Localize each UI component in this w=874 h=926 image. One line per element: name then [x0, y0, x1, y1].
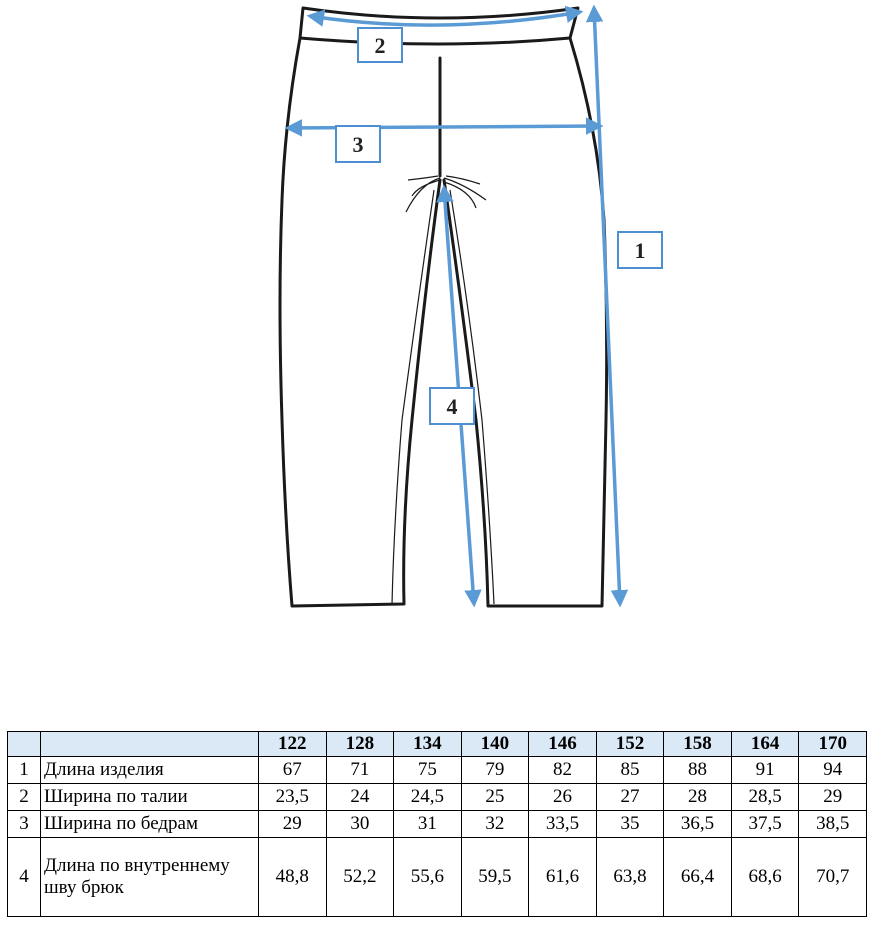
row-value: 35: [595, 810, 665, 838]
row-value: 38,5: [798, 810, 867, 838]
row-value: 61,6: [528, 837, 597, 917]
size-header: 146: [528, 731, 597, 757]
length-arrow: [585, 4, 629, 608]
header-empty-cell: [7, 731, 41, 757]
header-label-cell: [40, 731, 259, 757]
size-header: 164: [730, 731, 800, 757]
row-value: 91: [730, 756, 800, 784]
row-value: 85: [595, 756, 665, 784]
row-value: 31: [393, 810, 462, 838]
row-number: 3: [7, 810, 41, 838]
size-header: 122: [258, 731, 327, 757]
callout-inseam: 4: [429, 387, 475, 425]
row-value: 24: [325, 783, 395, 811]
row-value: 37,5: [730, 810, 800, 838]
callout-inseam-number: 4: [447, 394, 458, 419]
row-number: 2: [7, 783, 41, 811]
size-header: 128: [325, 731, 395, 757]
size-header: 134: [393, 731, 462, 757]
callout-length-number: 1: [635, 238, 646, 263]
callout-waist: 2: [357, 27, 403, 63]
row-value: 28,5: [730, 783, 800, 811]
table-row: 1 Длина изделия 67 71 75 79 82 85 88 91 …: [7, 756, 867, 784]
size-header-row: 122 128 134 140 146 152 158 164 170: [7, 731, 867, 757]
callout-waist-number: 2: [375, 33, 386, 58]
row-value: 23,5: [258, 783, 327, 811]
size-header: 158: [663, 731, 732, 757]
row-value: 63,8: [595, 837, 665, 917]
row-value: 70,7: [798, 837, 867, 917]
row-number: 1: [7, 756, 41, 784]
row-label: Длина изделия: [40, 756, 259, 784]
row-value: 25: [460, 783, 530, 811]
callout-length: 1: [617, 231, 663, 269]
size-table: 122 128 134 140 146 152 158 164 170 1 Дл…: [7, 731, 867, 917]
row-value: 30: [325, 810, 395, 838]
row-value: 67: [258, 756, 327, 784]
row-label: Ширина по бедрам: [40, 810, 259, 838]
row-value: 29: [798, 783, 867, 811]
callout-hips: 3: [335, 125, 381, 163]
row-value: 32: [460, 810, 530, 838]
row-label: Ширина по талии: [40, 783, 259, 811]
row-value: 68,6: [730, 837, 800, 917]
row-value: 36,5: [663, 810, 732, 838]
size-header: 152: [595, 731, 665, 757]
callout-hips-number: 3: [353, 132, 364, 157]
row-value: 33,5: [528, 810, 597, 838]
row-value: 52,2: [325, 837, 395, 917]
pants-drawing: [278, 6, 609, 608]
size-header: 140: [460, 731, 530, 757]
table-row: 4 Длина по внутреннему шву брюк 48,8 52,…: [7, 837, 867, 917]
table-row: 2 Ширина по талии 23,5 24 24,5 25 26 27 …: [7, 783, 867, 811]
row-value: 48,8: [258, 837, 327, 917]
waist-arrow: [306, 5, 584, 27]
size-header: 170: [798, 731, 867, 757]
hips-arrow: [284, 117, 604, 137]
row-value: 27: [595, 783, 665, 811]
row-value: 28: [663, 783, 732, 811]
row-label: Длина по внутреннему шву брюк: [40, 837, 259, 917]
pants-measurement-diagram: 2 3 1 4: [278, 4, 663, 608]
row-value: 24,5: [393, 783, 462, 811]
table-row: 3 Ширина по бедрам 29 30 31 32 33,5 35 3…: [7, 810, 867, 838]
row-value: 94: [798, 756, 867, 784]
row-value: 66,4: [663, 837, 732, 917]
row-value: 55,6: [393, 837, 462, 917]
row-value: 26: [528, 783, 597, 811]
row-value: 59,5: [460, 837, 530, 917]
row-value: 29: [258, 810, 327, 838]
row-value: 71: [325, 756, 395, 784]
row-value: 88: [663, 756, 732, 784]
row-value: 79: [460, 756, 530, 784]
row-value: 82: [528, 756, 597, 784]
row-number: 4: [7, 837, 41, 917]
row-value: 75: [393, 756, 462, 784]
